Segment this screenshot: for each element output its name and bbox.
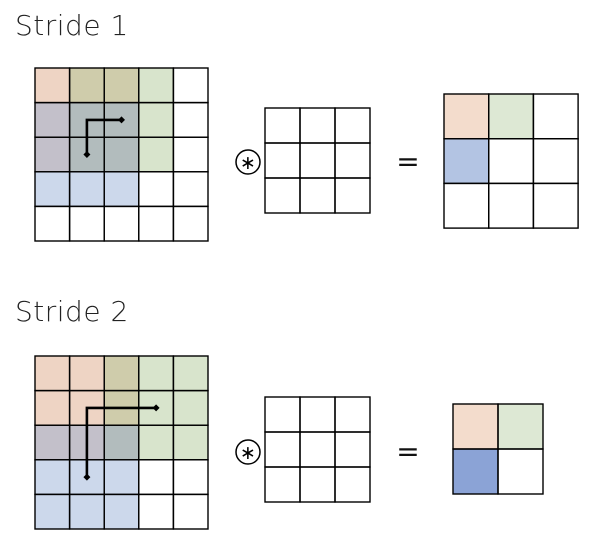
- stride-1-output-highlight-1: [488, 94, 534, 139]
- stride-1-kernel-grid-cell: [334, 177, 371, 214]
- stride-1-output-highlight-2: [444, 138, 489, 184]
- stride-2-equals-sign: =: [396, 435, 419, 468]
- stride-1-output-grid-cell: [443, 182, 490, 229]
- stride-2-output-highlight-0: [453, 404, 498, 449]
- stride-1-output-grid-cell: [488, 137, 535, 185]
- stride-2-kernel-grid-cell: [299, 396, 336, 433]
- stride-1-kernel-grid-cell: [299, 142, 336, 179]
- stride-1-output-grid-cell: [488, 182, 535, 229]
- stride-2-output-grid-cell: [497, 448, 544, 495]
- stride-1-kernel-grid-cell: [264, 177, 301, 214]
- stride-1-kernel-grid-cell: [334, 107, 371, 144]
- stride-1-input-grid-cell: [68, 205, 105, 242]
- stride-1-convolution-operator-circle: [235, 149, 261, 175]
- stride-2-kernel-grid-cell: [264, 466, 301, 503]
- stride-1-stride-arrow: [85, 118, 122, 155]
- stride-1-input-grid-cell: [34, 205, 71, 242]
- stride-1-convolution-operator: ∗: [240, 152, 256, 174]
- stride-1-kernel-grid-cell: [334, 142, 371, 179]
- stride-1-input-grid-cell: [138, 205, 175, 242]
- stride-2-kernel-grid-cell: [264, 431, 301, 468]
- stride-2-input-grid-cell: [138, 493, 175, 530]
- stride-2-output-highlight-1: [498, 404, 543, 449]
- stride-1-input-grid-cell: [172, 67, 209, 104]
- section-title-stride-1: Stride 1: [15, 9, 129, 42]
- stride-2-input-grid-cell: [172, 493, 209, 530]
- stride-1-output-grid-cell: [532, 93, 579, 140]
- stride-1-input-grid-cell: [172, 136, 209, 173]
- stride-2-stride-arrow: [85, 406, 157, 478]
- stride-1-input-grid-cell: [138, 171, 175, 208]
- stride-1-stride-arrow-head-right: [118, 116, 125, 124]
- stride-1-equals-sign: =: [396, 145, 419, 178]
- stride-2-kernel-grid-cell: [299, 431, 336, 468]
- stride-1-kernel-grid-cell: [264, 107, 301, 144]
- stride-1-input-grid-cell: [103, 205, 140, 242]
- stride-1-kernel-grid-cell: [299, 107, 336, 144]
- stride-2-kernel-grid-cell: [334, 431, 371, 468]
- section-title-stride-2: Stride 2: [15, 295, 129, 328]
- stride-1-input-grid-cell: [172, 101, 209, 138]
- stride-1-output-grid-cell: [532, 182, 579, 229]
- stride-2-output-highlight-2: [453, 449, 498, 494]
- stride-1-input-grid-cell: [172, 171, 209, 208]
- stride-1-kernel-grid-cell: [299, 177, 336, 214]
- stride-2-kernel-grid-cell: [334, 466, 371, 503]
- stride-2-stride-arrow-head-down: [83, 473, 91, 481]
- stride-2-convolution-operator-circle: [235, 439, 261, 465]
- stride-1-input-grid-cell: [172, 205, 209, 242]
- stride-1-output-grid-cell: [532, 137, 579, 185]
- stride-2-convolution-operator: ∗: [240, 442, 256, 464]
- stride-2-stride-arrow-head-right: [152, 404, 160, 412]
- stride-2-input-grid-cell: [172, 459, 209, 496]
- stride-1-kernel-grid-cell: [264, 142, 301, 179]
- stride-2-kernel-grid-cell: [264, 396, 301, 433]
- stride-2-kernel-grid-cell: [334, 396, 371, 433]
- stride-1-stride-arrow-head-down: [83, 151, 91, 158]
- stride-2-input-grid-cell: [138, 459, 175, 496]
- stride-1-output-highlight-0: [444, 94, 489, 139]
- stride-2-kernel-grid-cell: [299, 466, 336, 503]
